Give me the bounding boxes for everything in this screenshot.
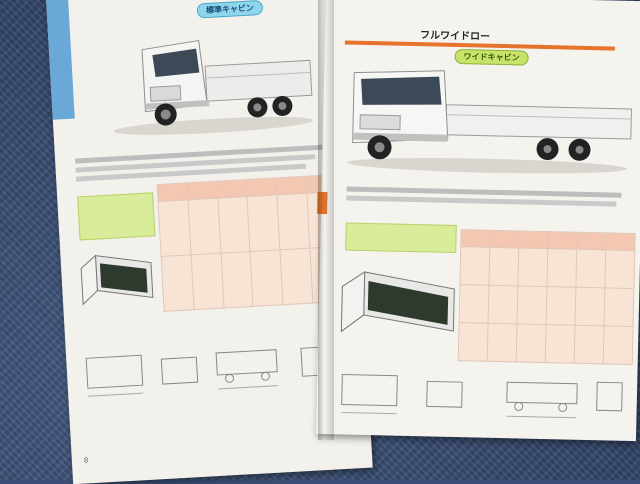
- left-truck-photo: [113, 39, 314, 135]
- left-cab-type-pill: 標準キャビン: [196, 0, 264, 19]
- left-spec-table: [157, 174, 344, 312]
- left-cargo-bed-diagram: [80, 254, 154, 306]
- left-page-number: 8: [83, 456, 89, 465]
- right-description-text: [346, 185, 622, 211]
- right-page-title: フルワイドロー: [419, 30, 491, 43]
- right-cargo-bed-diagram: [340, 271, 455, 333]
- right-feature-box: [345, 222, 457, 254]
- book-spine-shadow: [318, 0, 334, 440]
- right-catalog-page: フルワイドロー ワイドキャビン: [316, 0, 640, 442]
- left-feature-box: [77, 192, 156, 241]
- right-cab-type-pill: ワイドキャビン: [454, 48, 529, 66]
- left-catalog-page: 標準キャビン: [45, 0, 373, 484]
- right-dimension-drawings: [341, 373, 623, 419]
- right-truck-photo: [347, 70, 632, 174]
- right-spec-table: [458, 229, 636, 365]
